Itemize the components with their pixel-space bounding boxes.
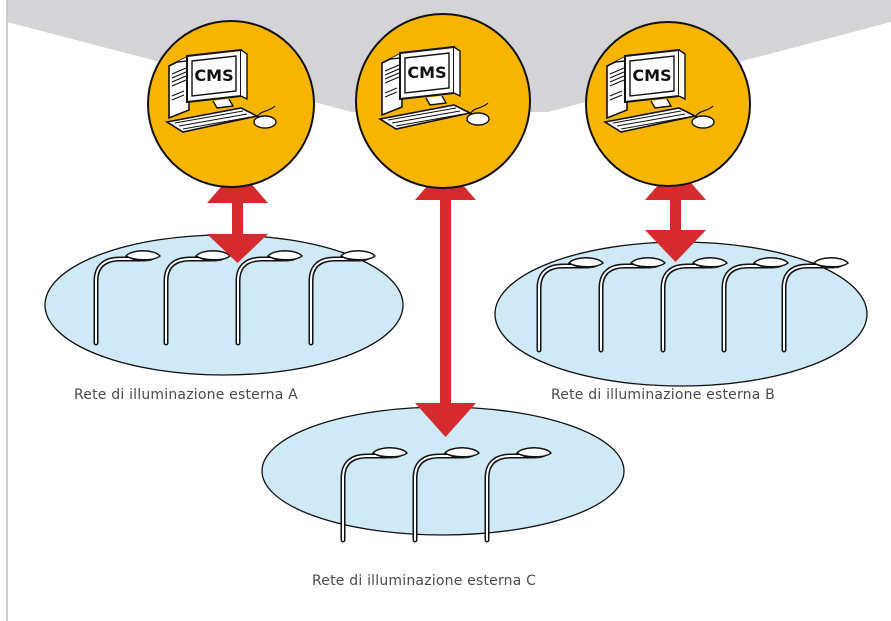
network-b-label: Rete di illuminazione esterna B	[551, 387, 775, 403]
network-c-label: Rete di illuminazione esterna C	[312, 573, 537, 589]
server-2: CMS	[355, 13, 531, 189]
cms-label: CMS	[632, 66, 671, 85]
server-3: CMS	[585, 21, 751, 187]
bidirectional-arrow-icon	[415, 165, 476, 437]
network-a-label: Rete di illuminazione esterna A	[74, 387, 298, 403]
cms-label: CMS	[407, 63, 446, 82]
server-1: CMS	[147, 20, 315, 188]
cms-label: CMS	[194, 66, 233, 85]
